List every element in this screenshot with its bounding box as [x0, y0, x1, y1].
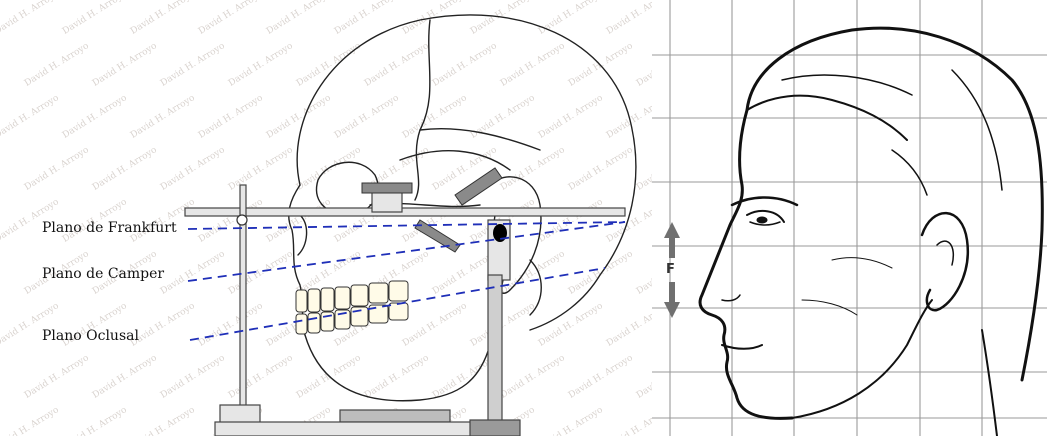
- skull-diagram-panel: David H. ArroyoDavid H. ArroyoDavid H. A…: [0, 0, 652, 436]
- ear-rod-marker: [493, 224, 507, 242]
- frankfurt-plane-label: Plano de Frankfurt: [42, 220, 177, 236]
- camper-plane-label: Plano de Camper: [42, 266, 164, 282]
- oclusal-plane-line: [190, 268, 605, 340]
- frankfurt-plane-line: [188, 222, 625, 229]
- measure-label-f: F: [666, 262, 675, 277]
- oclusal-plane-label: Plano Oclusal: [42, 328, 139, 344]
- skull-illustration: [0, 0, 652, 436]
- profile-drawing-panel: F: [652, 0, 1047, 436]
- camper-plane-line: [188, 222, 625, 281]
- profile-illustration: [652, 0, 1047, 436]
